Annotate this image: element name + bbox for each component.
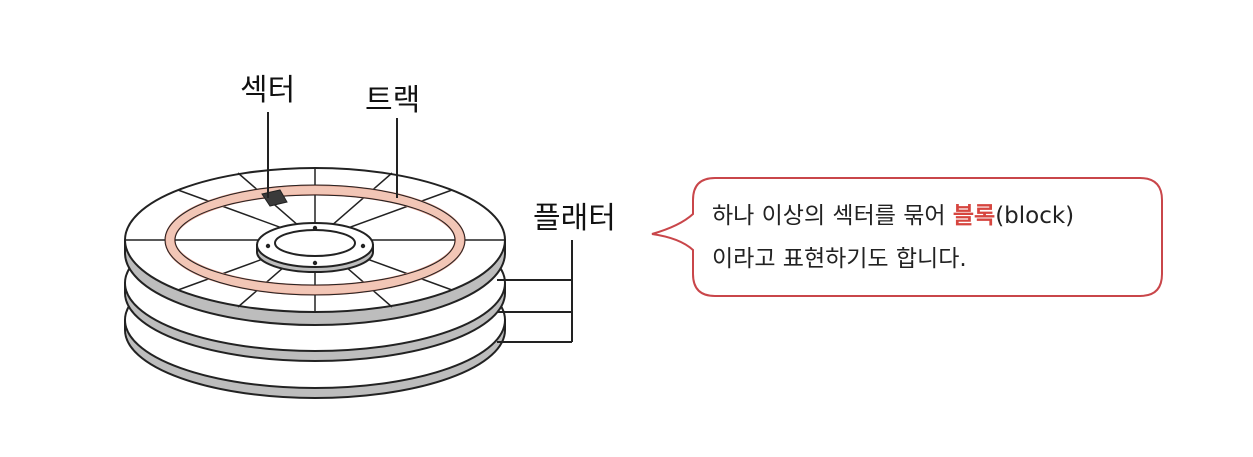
track-label: 트랙 bbox=[365, 83, 420, 118]
platter-label: 플래터 bbox=[533, 201, 616, 236]
callout-line-1: 하나 이상의 섹터를 묶어 블록(block) bbox=[712, 203, 1074, 229]
track-ring bbox=[164, 184, 466, 296]
leader-lines bbox=[267, 112, 573, 343]
sector-label: 섹터 bbox=[240, 73, 295, 108]
callout-line-1-start: 하나 이상의 섹터를 묶어 bbox=[712, 203, 953, 229]
callout-line-1-end: (block) bbox=[995, 203, 1074, 229]
callout-highlight-block: 블록 bbox=[953, 203, 995, 229]
callout-bubble bbox=[651, 177, 1163, 297]
callout-line-2: 이라고 표현하기도 합니다. bbox=[712, 246, 967, 272]
platter-leader-lines bbox=[497, 240, 573, 343]
spindle-hub bbox=[256, 222, 374, 273]
